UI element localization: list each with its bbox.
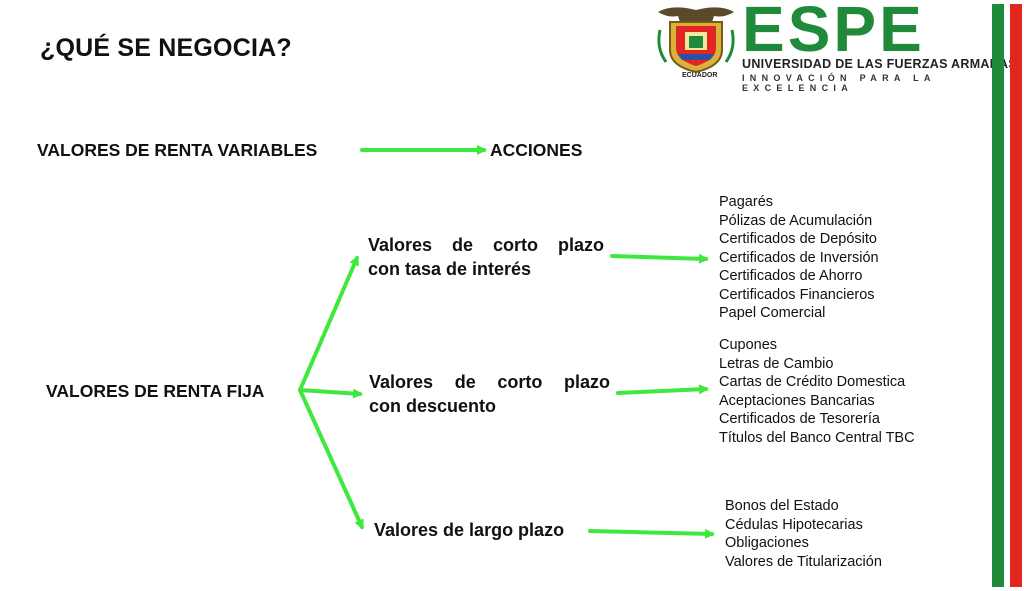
renta-variable-label: VALORES DE RENTA VARIABLES [37,140,318,160]
list-item: Certificados de Ahorro [719,268,863,284]
arrow-fija-to-largo [298,388,364,530]
list-item: Aceptaciones Bancarias [719,392,875,409]
logo-tagline: INNOVACIÓN PARA LA EXCELENCIA [742,73,936,93]
list-interes: Pagarés Pólizas de Acumulación Certifica… [719,193,879,323]
list-largo: Bonos del Estado Cédulas Hipotecarias Ob… [725,497,882,571]
list-item: Cartas de Crédito Domestica [719,374,906,390]
arrow-descuento-to-list [616,384,709,395]
branch-descuento: Valores de corto plazo con descuento [369,370,610,418]
list-item: Papel Comercial [719,305,826,321]
arrow-interes-to-list [610,253,709,264]
renta-fija-label: VALORES DE RENTA FIJA [46,381,265,401]
list-item: Certificados de Depósito [719,231,877,247]
arrow-fija-to-interes [298,255,359,392]
list-item: Valores de Titularización [725,553,882,570]
list-item: Pólizas de Acumulación [719,212,873,229]
espe-logo: ESPE UNIVERSIDAD DE LAS FUERZAS ARMADAS … [742,0,1024,93]
list-item: Bonos del Estado [725,498,839,514]
branch-largo: Valores de largo plazo [374,520,565,540]
list-item: Certificados Financieros [719,286,875,303]
list-item: Títulos del Banco Central TBC [719,429,915,446]
list-descuento: Cupones Letras de Cambio Cartas de Crédi… [719,336,915,447]
seal-label: ECUADOR [682,72,718,79]
red-stripe [1010,4,1022,587]
logo-wordmark: ESPE [742,0,925,65]
arrow-largo-to-list [588,528,715,539]
list-item: Cédulas Hipotecarias [725,516,863,533]
branch-interes-line1: Valores de corto plazo [368,235,604,255]
logo-university: UNIVERSIDAD DE LAS FUERZAS ARMADAS [742,57,1018,71]
acciones-label: ACCIONES [490,140,583,160]
branch-descuento-line1: Valores de corto plazo [369,372,610,392]
espe-seal-icon [657,7,735,74]
list-item: Letras de Cambio [719,355,834,372]
branch-interes: Valores de corto plazo con tasa de inter… [368,233,604,281]
page-title: ¿QUÉ SE NEGOCIA? [40,34,292,62]
green-stripe [992,4,1004,587]
list-item: Obligaciones [725,535,809,551]
list-item: Certificados de Inversión [719,249,879,266]
branch-descuento-line2: con descuento [369,396,497,416]
list-item: Cupones [719,337,778,353]
arrow-fija-to-descuento [298,388,363,399]
list-item: Pagarés [719,194,774,210]
branch-interes-line2: con tasa de interés [368,259,532,279]
list-item: Certificados de Tesorería [719,411,880,427]
